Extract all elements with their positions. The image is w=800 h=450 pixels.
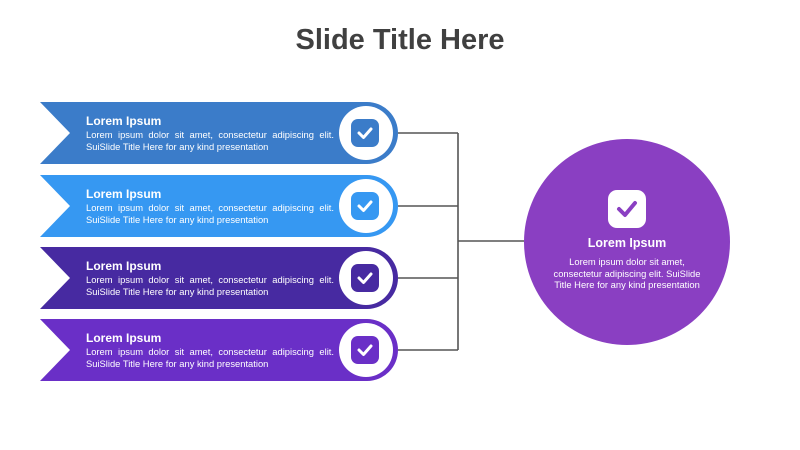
- hub-circle: Lorem Ipsum Lorem ipsum dolor sit amet, …: [524, 139, 730, 345]
- check-square-icon: [351, 264, 379, 292]
- item-body: Lorem ipsum dolor sit amet, consectetur …: [86, 274, 334, 297]
- item-body: Lorem ipsum dolor sit amet, consectetur …: [86, 202, 334, 225]
- check-square-icon: [351, 192, 379, 220]
- hub-body: Lorem ipsum dolor sit amet, consectetur …: [553, 256, 701, 290]
- check-square-icon: [351, 336, 379, 364]
- check-square-icon: [351, 119, 379, 147]
- item-heading: Lorem Ipsum: [86, 259, 162, 273]
- item-heading: Lorem Ipsum: [86, 187, 162, 201]
- band-shape: [40, 175, 398, 237]
- hub-heading: Lorem Ipsum: [587, 236, 667, 250]
- item-body: Lorem ipsum dolor sit amet, consectetur …: [86, 129, 334, 152]
- item-heading: Lorem Ipsum: [86, 331, 162, 345]
- slide-title: Slide Title Here: [295, 24, 505, 56]
- item-body: Lorem ipsum dolor sit amet, consectetur …: [86, 346, 334, 369]
- band-shape: [40, 102, 398, 164]
- check-square-icon: [608, 190, 646, 228]
- item-heading: Lorem Ipsum: [86, 114, 162, 128]
